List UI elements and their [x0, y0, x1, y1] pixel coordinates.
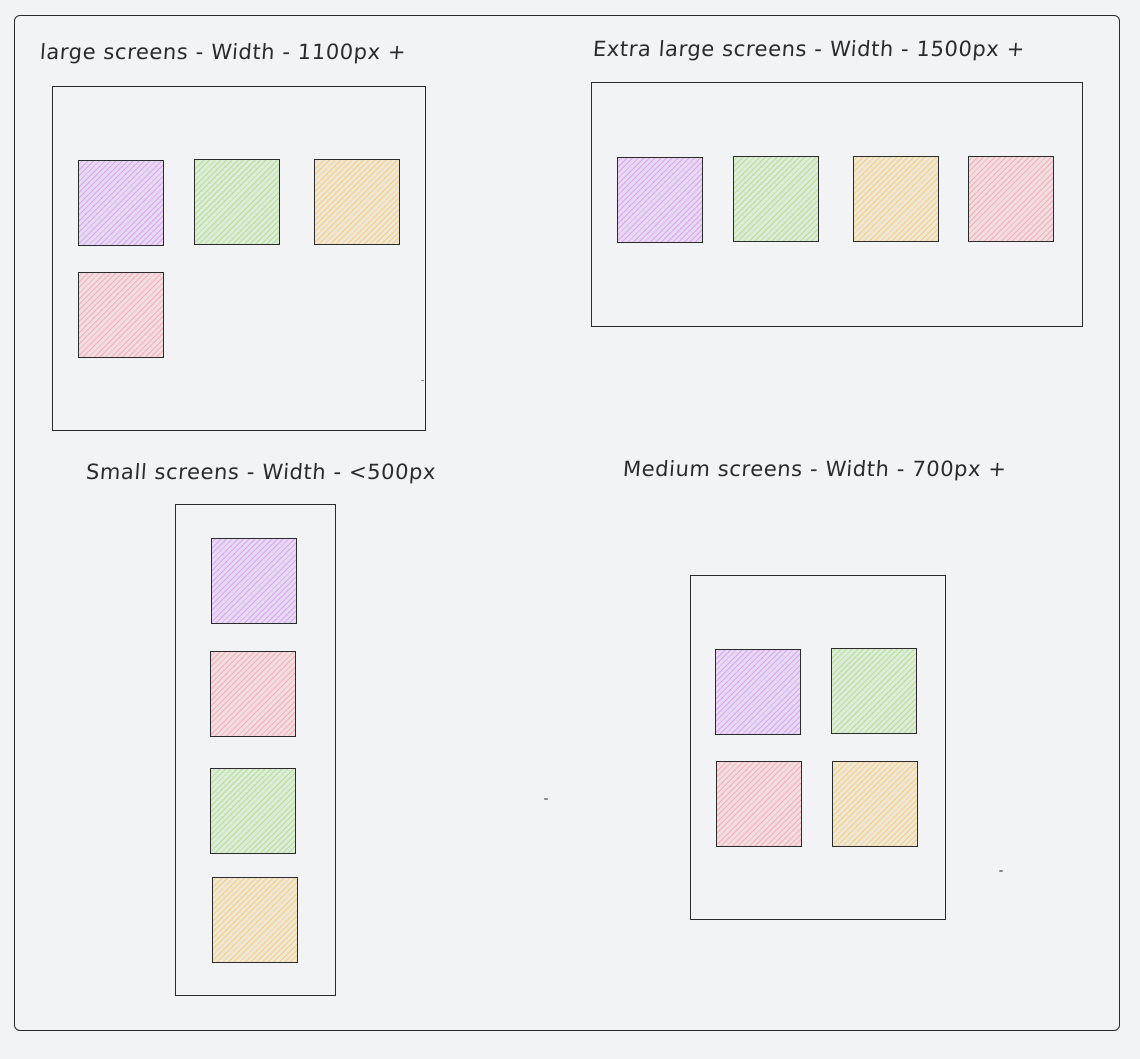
medium-card-4 — [832, 761, 918, 847]
medium-card-2 — [831, 648, 917, 734]
medium-screen-frame — [690, 575, 946, 920]
xlarge-card-3 — [853, 156, 939, 242]
large-card-3 — [314, 159, 400, 245]
small-screen-frame — [175, 504, 336, 996]
small-card-1 — [211, 538, 297, 624]
small-screens-label: Small screens - Width - <500px — [85, 460, 437, 484]
xlarge-card-2 — [733, 156, 819, 242]
medium-card-3 — [716, 761, 802, 847]
medium-card-1 — [715, 649, 801, 735]
small-card-4 — [212, 877, 298, 963]
xlarge-card-4 — [968, 156, 1054, 242]
xlarge-screen-frame — [591, 82, 1083, 327]
xlarge-screens-label: Extra large screens - Width - 1500px + — [592, 37, 1026, 61]
xlarge-card-1 — [617, 157, 703, 243]
stray-mark — [421, 380, 424, 381]
large-screens-label: large screens - Width - 1100px + — [39, 40, 408, 64]
large-card-1 — [78, 160, 164, 246]
outer-frame — [14, 15, 1120, 1031]
small-card-2 — [210, 651, 296, 737]
small-card-3 — [210, 768, 296, 854]
large-screen-frame — [52, 86, 426, 431]
stray-mark — [544, 798, 548, 800]
large-card-4 — [78, 272, 164, 358]
stray-mark — [999, 870, 1003, 872]
medium-screens-label: Medium screens - Width - 700px + — [622, 457, 1008, 481]
large-card-2 — [194, 159, 280, 245]
